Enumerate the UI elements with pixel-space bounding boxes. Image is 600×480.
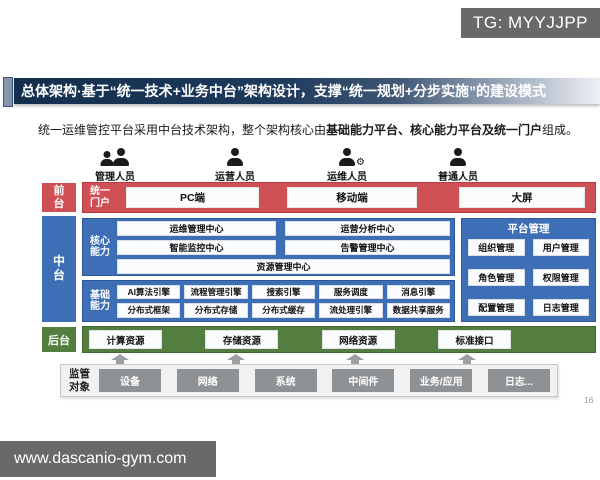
user-icon [226, 148, 244, 166]
core-box: 智能监控中心 [117, 239, 276, 255]
up-arrow-icon [111, 354, 129, 364]
up-arrow-icon [227, 354, 245, 364]
gear-icon: ⚙ [356, 157, 365, 168]
core-capability-label: 核心能力 [90, 235, 110, 259]
slide-title: 总体架构·基于“统一技术+业务中台”架构设计，支撑“统一规划+分步实施”的建设模… [14, 78, 600, 104]
role-maintenance: ⚙ 运维人员 [305, 145, 389, 183]
core-box: 运营分析中心 [285, 220, 450, 236]
platform-box: 组织管理 [468, 239, 525, 256]
person-silhouette [112, 148, 130, 166]
base-box: 分布式框架 [117, 303, 181, 318]
url-watermark-badge: www.dascanio-gym.com [0, 441, 216, 477]
role-label: 运维人员 [327, 172, 367, 183]
unified-portal-label: 统一门户 [90, 186, 110, 209]
monitor-box: 系统 [254, 369, 317, 392]
title-accent-bar [3, 77, 13, 107]
base-capability-label: 基础能力 [90, 289, 110, 313]
monitor-box: 网络 [176, 369, 239, 392]
platform-box: 用户管理 [532, 239, 589, 256]
base-box: AI算法引擎 [117, 284, 181, 299]
monitor-objects-band: 监管对象 设备 网络 系统 中间件 业务/应用 日志... [60, 364, 558, 397]
role-admin: 管理人员 [73, 145, 157, 183]
tg-watermark-badge: TG: MYYJJPP [461, 8, 600, 38]
back-box: 网络资源 [321, 330, 395, 349]
base-capability-panel: 基础能力 AI算法引擎 流程管理引擎 搜索引擎 服务调度 消息引擎 分布式框架 … [82, 280, 455, 322]
monitor-box: 设备 [99, 369, 161, 392]
base-box: 分布式存储 [184, 303, 248, 318]
platform-box: 权限管理 [532, 269, 589, 286]
back-box: 标准接口 [437, 330, 511, 349]
row-label-back: 后台 [42, 327, 76, 352]
monitor-objects-label: 监管对象 [69, 367, 90, 393]
base-box: 流程管理引擎 [184, 284, 248, 299]
base-box: 流处理引擎 [319, 303, 383, 318]
portal-box-mobile: 移动端 [287, 187, 417, 208]
monitor-box: 日志... [487, 369, 550, 392]
front-portal-band: 统一门户 PC端 移动端 大屏 [82, 182, 596, 213]
platform-management-title: 平台管理 [507, 223, 550, 235]
core-box: 告警管理中心 [285, 239, 450, 255]
portal-box-bigscreen: 大屏 [459, 187, 585, 208]
back-resource-band: 计算资源 存储资源 网络资源 标准接口 [82, 326, 596, 353]
platform-box: 配置管理 [468, 299, 525, 316]
base-box: 分布式缓存 [251, 303, 316, 318]
base-box: 搜索引擎 [251, 284, 316, 299]
core-box: 运维管理中心 [117, 220, 276, 236]
role-operations: 运营人员 [193, 145, 277, 183]
platform-management-panel: 平台管理 组织管理 用户管理 角色管理 权限管理 配置管理 日志管理 [461, 218, 596, 322]
monitor-box: 中间件 [332, 369, 395, 392]
base-box: 服务调度 [319, 284, 383, 299]
row-label-text: 前台 [53, 184, 65, 210]
platform-box: 角色管理 [468, 269, 525, 286]
platform-box: 日志管理 [532, 299, 589, 316]
row-label-front: 前台 [42, 183, 76, 212]
back-box: 计算资源 [89, 330, 162, 349]
up-arrow-icon [346, 354, 364, 364]
role-ordinary: 普通人员 [416, 145, 500, 183]
page-number: 16 [584, 395, 594, 405]
user-gear-icon: ⚙ [338, 148, 365, 168]
portal-box-pc: PC端 [126, 187, 259, 208]
back-box: 存储资源 [205, 330, 279, 349]
monitor-box: 业务/应用 [410, 369, 473, 392]
base-box: 消息引擎 [386, 284, 450, 299]
row-label-middle: 中台 [42, 216, 76, 322]
core-capability-panel: 核心能力 运维管理中心 运营分析中心 智能监控中心 告警管理中心 资源管理中心 [82, 218, 455, 276]
person-silhouette [100, 151, 114, 166]
users-icon [100, 148, 130, 166]
up-arrow-icon [458, 354, 476, 364]
row-label-text: 后台 [48, 334, 70, 347]
subtitle-bold-text: 基础能力平台、核心能力平台及统一门户 [326, 123, 543, 137]
subtitle-suffix: 组成。 [542, 123, 579, 137]
role-label: 运营人员 [215, 172, 255, 183]
slide-subtitle: 统一运维管控平台采用中台技术架构，整个架构核心由基础能力平台、核心能力平台及统一… [38, 121, 578, 138]
core-box-resource-center: 资源管理中心 [117, 258, 450, 274]
role-label: 管理人员 [95, 172, 135, 183]
base-box: 数据共享服务 [386, 303, 450, 318]
role-label: 普通人员 [438, 172, 478, 183]
row-label-text: 中台 [52, 254, 65, 282]
subtitle-prefix: 统一运维管控平台采用中台技术架构，整个架构核心由 [38, 123, 327, 137]
user-icon [449, 148, 467, 166]
